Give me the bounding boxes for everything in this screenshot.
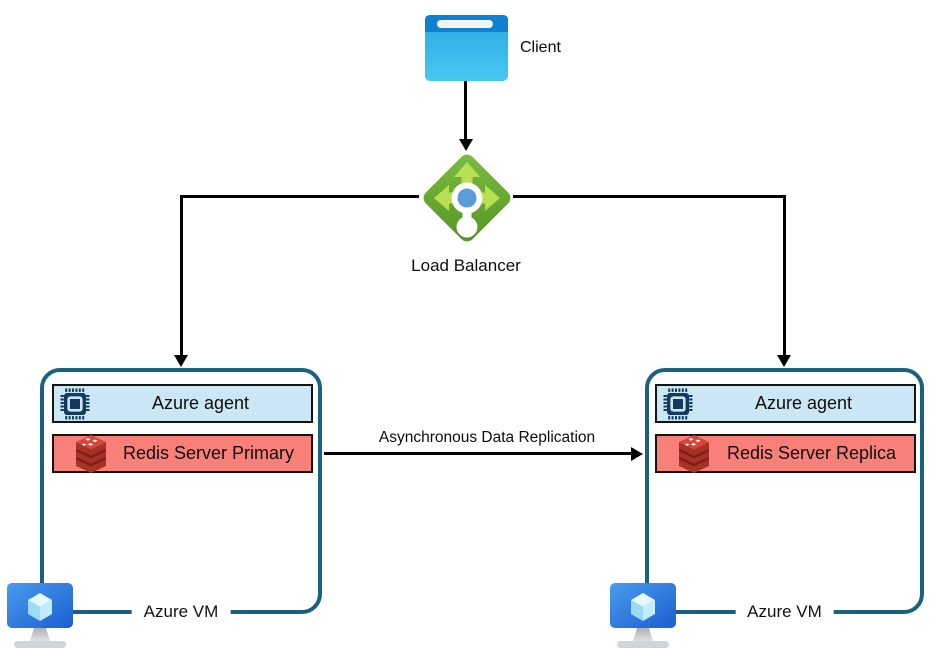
- redis-database-icon: [679, 434, 709, 473]
- redis-primary-bar: Redis Server Primary: [52, 434, 313, 473]
- azure-vm-box-right: Azure agent Redis Server Replica: [645, 368, 924, 622]
- replication-label: Asynchronous Data Replication: [378, 429, 596, 446]
- client-browser-icon: [425, 15, 508, 81]
- wire-lb-left-horizontal: [181, 195, 419, 198]
- load-balancer-label: Load Balancer: [411, 256, 521, 275]
- azure-vm-monitor-icon: [7, 583, 73, 648]
- wire-lb-right-horizontal: [513, 195, 786, 198]
- load-balancer-icon: [423, 154, 511, 242]
- cpu-chip-icon: [60, 388, 90, 420]
- azure-vm-monitor-icon: [610, 583, 676, 648]
- azure-vm-box-left: Azure agent Redis Server Primary: [40, 368, 322, 622]
- wire-client-to-lb: [464, 81, 467, 139]
- cpu-chip-icon: [663, 388, 693, 420]
- azure-agent-label: Azure agent: [151, 393, 250, 413]
- arrowhead-client-to-lb: [459, 139, 473, 151]
- azure-agent-bar-right: Azure agent: [655, 384, 916, 423]
- redis-replica-label: Redis Server Replica: [726, 443, 897, 463]
- arrowhead-into-left-vm: [174, 355, 188, 367]
- arrowhead-into-right-vm: [777, 355, 791, 367]
- redis-database-icon: [76, 434, 106, 473]
- azure-agent-label: Azure agent: [754, 393, 853, 413]
- arrowhead-replication: [631, 446, 643, 461]
- azure-agent-bar-left: Azure agent: [52, 384, 313, 423]
- azure-vm-label-right: Azure VM: [735, 602, 834, 622]
- wire-replication: [324, 452, 632, 455]
- azure-vm-label-left: Azure VM: [131, 602, 231, 622]
- wire-lb-left-vertical: [180, 195, 183, 356]
- wire-lb-right-vertical: [783, 195, 786, 356]
- redis-replica-bar: Redis Server Replica: [655, 434, 916, 473]
- redis-primary-label: Redis Server Primary: [122, 443, 295, 463]
- client-label: Client: [520, 39, 561, 56]
